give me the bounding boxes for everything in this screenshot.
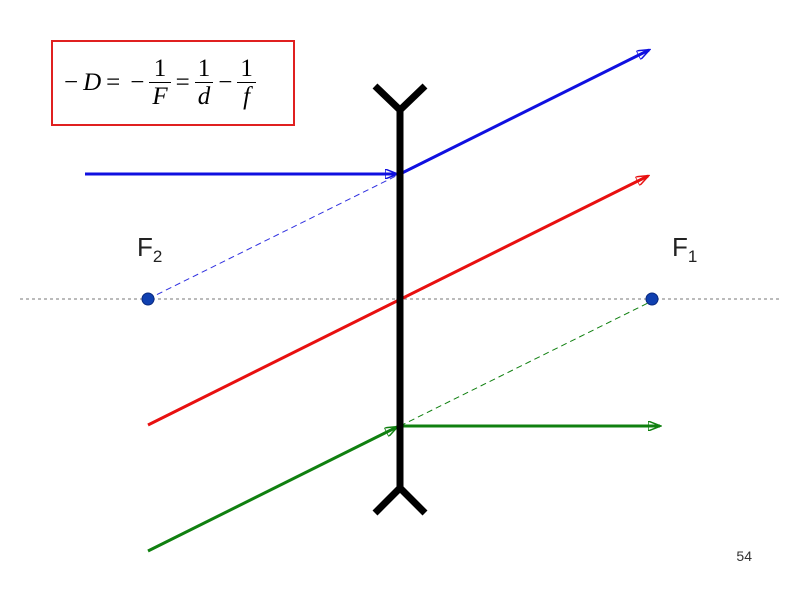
formula-fraction-object: 1 d [194, 55, 214, 111]
page-number: 54 [736, 548, 752, 564]
focus-point-f1 [645, 292, 659, 306]
formula-minus-3: − [218, 69, 233, 96]
focus-label-f1: F1 [672, 232, 698, 266]
green-ray-incident [147, 427, 397, 553]
formula-equals-2: = [175, 69, 190, 96]
lens-formula-box: − D = − 1 F = 1 d − 1 f [51, 40, 295, 126]
formula-fraction-focal: 1 F [149, 55, 171, 111]
green-construction-line [399, 300, 653, 427]
formula-minus-2: − [130, 69, 145, 96]
blue-ray-refracted [399, 50, 649, 176]
diverging-lens [372, 83, 428, 516]
focus-label-f2: F2 [137, 232, 163, 266]
blue-construction-line [147, 173, 401, 300]
formula-optical-power: D [83, 69, 102, 96]
lens-formula: − D = − 1 F = 1 d − 1 f [59, 42, 256, 124]
formula-minus-1: − [64, 69, 79, 96]
focus-point-f2 [141, 292, 155, 306]
formula-equals-1: = [106, 69, 121, 96]
formula-fraction-image: 1 f [237, 55, 256, 111]
